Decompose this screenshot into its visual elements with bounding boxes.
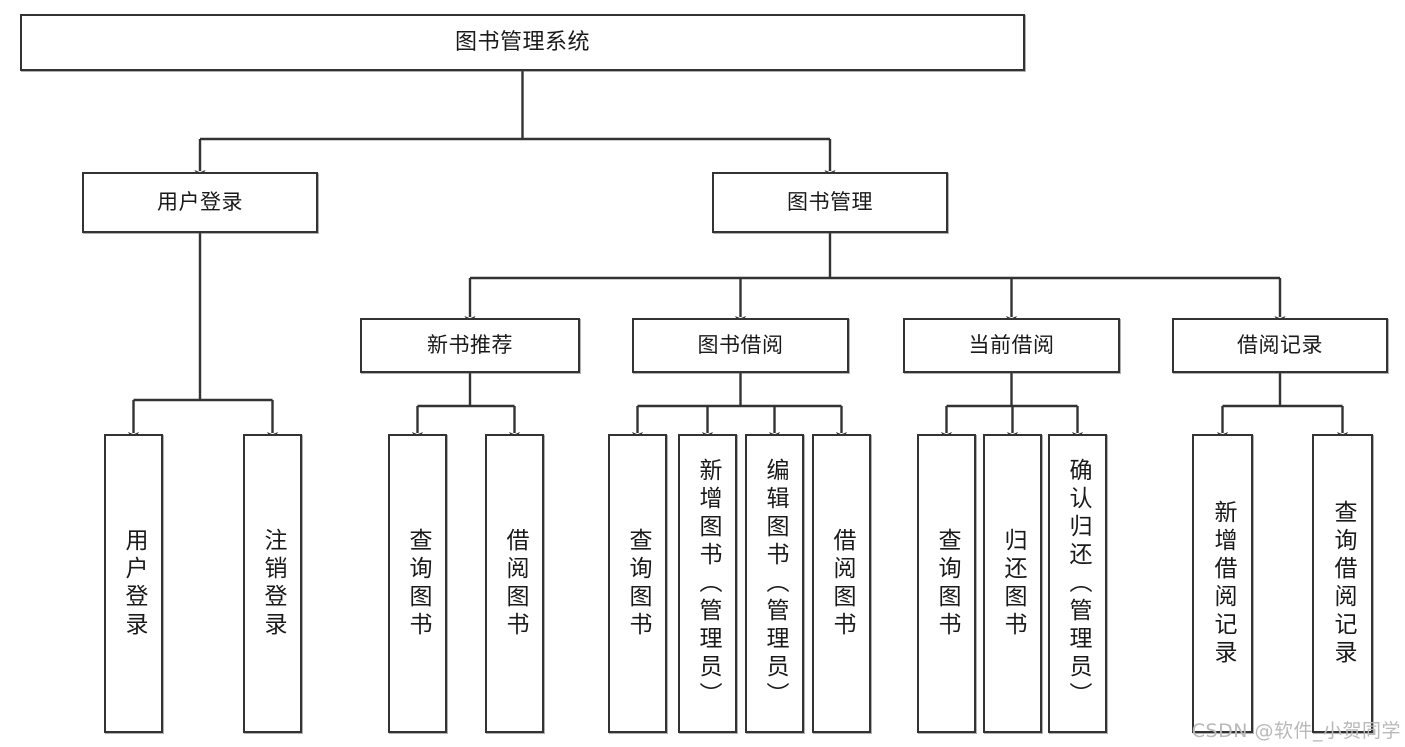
- node-label: 用户登录: [121, 527, 147, 640]
- node-label: 借阅记录: [1237, 333, 1323, 358]
- node-leaf4[interactable]: 借阅图书: [485, 434, 544, 733]
- node-label: 借阅图书: [502, 527, 528, 640]
- node-leaf3[interactable]: 查询图书: [388, 434, 447, 733]
- node-label: 当前借阅: [968, 333, 1055, 358]
- node-leaf12[interactable]: 新增借阅记录: [1192, 434, 1253, 733]
- node-label: 查询图书: [934, 527, 960, 640]
- node-leaf8[interactable]: 借阅图书: [812, 434, 871, 733]
- node-label: 查询借阅记录: [1330, 499, 1356, 668]
- node-label: 编辑图书（管理员）: [762, 457, 788, 710]
- node-label: 图书借阅: [697, 333, 784, 358]
- node-leaf10[interactable]: 归还图书: [983, 434, 1042, 733]
- node-root[interactable]: 图书管理系统: [20, 14, 1025, 71]
- node-leaf13[interactable]: 查询借阅记录: [1312, 434, 1373, 733]
- node-leaf5[interactable]: 查询图书: [608, 434, 667, 733]
- node-current[interactable]: 当前借阅: [903, 318, 1120, 373]
- node-label: 查询图书: [405, 527, 431, 640]
- node-label: 新增图书（管理员）: [695, 457, 721, 710]
- node-leaf6[interactable]: 新增图书（管理员）: [678, 434, 737, 733]
- node-leaf1[interactable]: 用户登录: [104, 434, 163, 733]
- node-label: 借阅图书: [829, 527, 855, 640]
- node-label: 用户登录: [157, 190, 243, 215]
- node-leaf7[interactable]: 编辑图书（管理员）: [745, 434, 804, 733]
- node-label: 注销登录: [260, 527, 286, 640]
- watermark-text: CSDN @软件_小贺同学: [1191, 720, 1401, 742]
- node-newbook[interactable]: 新书推荐: [360, 318, 580, 373]
- node-bookmgmt[interactable]: 图书管理: [712, 172, 948, 233]
- node-label: 归还图书: [1000, 527, 1026, 640]
- node-label: 图书管理: [787, 190, 873, 215]
- node-leaf11[interactable]: 确认归还（管理员）: [1048, 434, 1107, 733]
- node-login[interactable]: 用户登录: [82, 172, 318, 233]
- node-label: 新书推荐: [427, 333, 513, 358]
- node-borrow[interactable]: 图书借阅: [632, 318, 849, 373]
- node-label: 确认归还（管理员）: [1065, 457, 1091, 710]
- node-label: 图书管理系统: [454, 29, 590, 55]
- node-label: 查询图书: [625, 527, 651, 640]
- node-leaf9[interactable]: 查询图书: [917, 434, 976, 733]
- node-leaf2[interactable]: 注销登录: [243, 434, 302, 733]
- node-label: 新增借阅记录: [1210, 499, 1236, 668]
- node-records[interactable]: 借阅记录: [1172, 318, 1388, 373]
